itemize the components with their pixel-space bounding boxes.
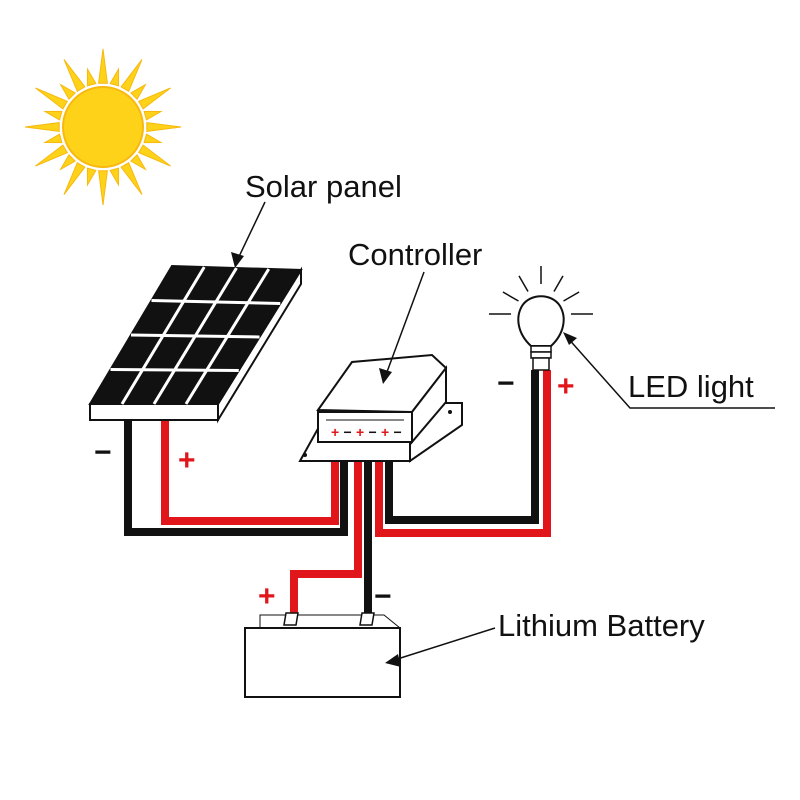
panel-grid-line [110,368,239,372]
leader-battery [387,627,496,663]
led-positive-sign: + [557,370,575,403]
bulb-base-socket [532,357,550,371]
sun-ray [24,122,60,132]
leader-solar-panel [234,201,266,266]
bulb-ray [553,275,564,292]
sun-ray [120,162,143,195]
battery-icon [244,612,402,698]
sun-ray [35,144,68,167]
sun-ray [120,59,143,92]
leader-led-light [565,335,775,409]
bulb-rays [489,266,593,315]
sun-ray [98,170,108,206]
sun-ray [43,110,63,121]
leader-controller [383,271,425,381]
battery-positive-sign: + [258,580,276,613]
led-negative-wire [385,370,539,524]
bulb-base-ring-1 [530,345,552,353]
battery-positive-post [283,612,299,626]
leader-battery-arrow [385,654,401,667]
sun-ray [138,144,171,167]
controller-terminal-strip: +−+−+− [331,424,402,440]
controller-mount-hole-left [303,453,307,457]
controller-terminal-sign: + [331,424,339,440]
panel-negative-sign: − [94,436,112,469]
sun-ray [143,133,163,144]
panel-front-edge [89,403,219,421]
sun-ray [86,167,97,187]
controller-terminal-sign: − [369,424,377,440]
bulb-ray [518,275,529,292]
bulb-ray [502,291,519,302]
light-bulb-icon [489,266,593,371]
panel-positive-sign: + [178,444,196,477]
panel-grid-line [151,299,281,305]
sun-ray [59,83,76,100]
label-solar-panel: Solar panel [245,169,402,204]
bulb-base-ring-2 [530,351,552,359]
controller-terminal-sign: − [344,424,352,440]
sun-icon [24,48,182,206]
battery-body [244,627,401,698]
battery-top [259,614,402,629]
sun-ray [43,133,63,144]
battery-negative-post [359,612,375,626]
sun-ray [130,83,147,100]
bulb-ray [563,291,580,302]
leader-solar-panel-arrow [231,252,244,268]
sun-ray [63,59,86,92]
panel-grid-line [130,333,260,339]
controller-terminal-sign: + [381,424,389,440]
sun-ray [130,154,147,171]
sun-ray [143,110,163,121]
sun-ray [98,48,108,84]
controller-mount-hole-right [448,410,452,414]
panel-negative-wire [124,420,348,536]
sun-rays [24,48,182,206]
battery-positive-wire [290,440,362,613]
wiring [124,370,551,613]
charge-controller-icon: +−+−+− [298,353,463,463]
bulb-glass [517,295,565,347]
controller-terminal-sign: − [394,424,402,440]
controller-terminal-sign: + [356,424,364,440]
sun-ray [138,87,171,110]
sun-ray [35,87,68,110]
leader-controller-arrow [379,368,392,384]
sun-ray [146,122,182,132]
sun-ray [109,167,120,187]
led-positive-wire [375,370,551,537]
battery-negative-sign: − [374,580,392,613]
sun-ray [86,67,97,87]
panel-positive-wire [161,420,339,525]
solar-panel-icon [88,264,303,424]
panel-cell-grid [110,266,281,405]
leader-lines [231,201,775,667]
sun-ray [59,154,76,171]
label-controller: Controller [348,237,482,272]
led-negative-sign: − [497,367,515,400]
sun-ray [63,162,86,195]
label-lithium-battery: Lithium Battery [498,608,705,643]
leader-led-light-arrow [563,332,577,345]
label-led-light: LED light [628,369,754,404]
sun-ray [109,67,120,87]
sun-core [62,86,144,168]
